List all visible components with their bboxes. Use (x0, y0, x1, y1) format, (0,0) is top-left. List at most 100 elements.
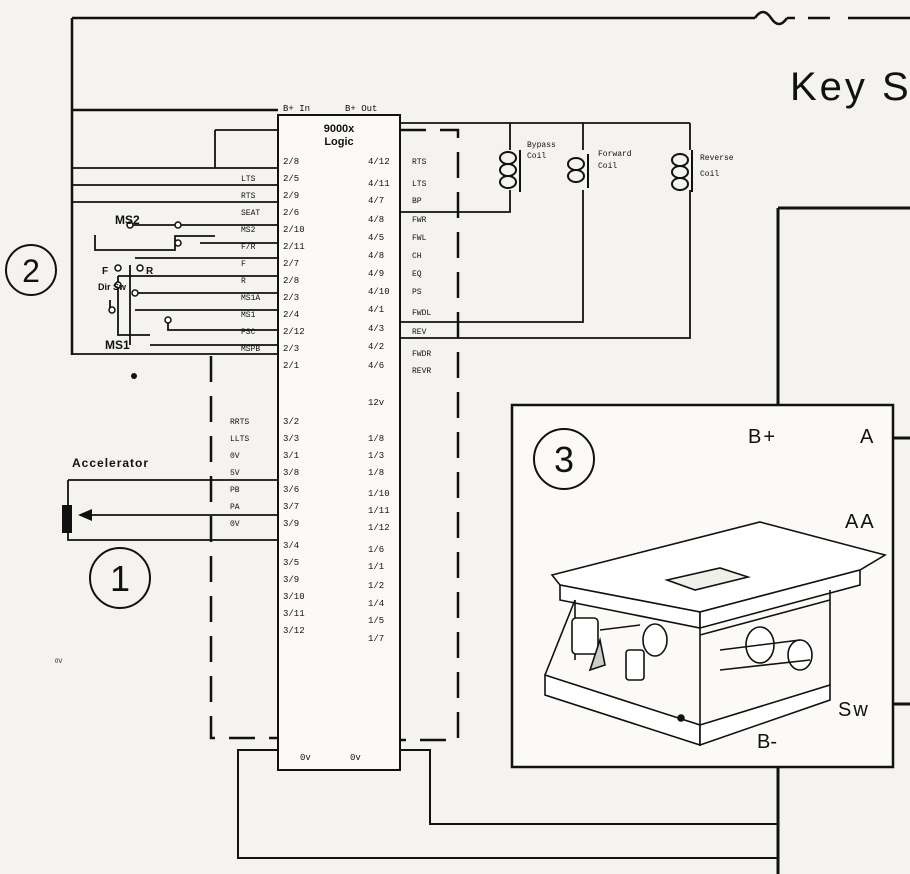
right-signal-2: LTS (412, 180, 427, 189)
left-pin-list: 2/8 LTS 2/5 RTS 2/9 SEAT 2/6 MS2 2/10 F/… (230, 157, 305, 636)
ms1-label: MS1 (105, 338, 130, 352)
left-pin-18: 3/6 (283, 485, 299, 495)
left-pin-7: 2/7 (283, 259, 299, 269)
dir-switch-label: Dir Sw (98, 282, 127, 292)
dir-switch-r-label: R (146, 266, 154, 277)
left-signal-2: LTS (241, 175, 256, 184)
left-signal-9: MS1A (241, 294, 260, 303)
forward-coil-label-1: Forward (598, 150, 632, 159)
left-pin-2: 2/5 (283, 174, 299, 184)
accelerator-label: Accelerator (72, 456, 149, 470)
right-signal-7: EQ (412, 270, 422, 279)
callout-three: 3 (554, 439, 574, 480)
left-signal-12: MSPB (241, 345, 260, 354)
left-pin-21: 3/4 (283, 541, 299, 551)
ground-return-lines (237, 749, 778, 859)
right-pin-22: 1/2 (368, 581, 384, 591)
junction-dot (131, 373, 137, 379)
bypass-coil-label-1: Bypass (527, 141, 556, 150)
right-pin-1: 4/12 (368, 157, 390, 167)
left-pin-12: 2/3 (283, 344, 299, 354)
left-pin-4: 2/6 (283, 208, 299, 218)
forward-coil-icon (567, 154, 589, 188)
left-pin-25: 3/11 (283, 609, 305, 619)
controller-bminus-label: B- (757, 731, 777, 753)
right-signal-4: FWR (412, 216, 427, 225)
right-pin-4: 4/8 (368, 215, 384, 225)
right-pin-3: 4/7 (368, 196, 384, 206)
logic-box (277, 114, 401, 771)
left-harness (72, 129, 278, 355)
controller-illustration (544, 521, 888, 747)
right-pin-18: 1/11 (368, 506, 390, 516)
left-signal-7: F (241, 260, 246, 269)
dir-switch-f-label: F (102, 266, 108, 277)
left-signal-8: R (241, 277, 246, 286)
controller-sw-label: Sw (838, 699, 870, 721)
logic-title-line1: 9000x (324, 123, 355, 135)
accelerator-wiper-arrow-icon (78, 509, 92, 521)
left-pin-23: 3/9 (283, 575, 299, 585)
left-signal-16: 0V (230, 452, 240, 461)
right-pin-7: 4/9 (368, 269, 384, 279)
right-signal-12: REVR (412, 367, 431, 376)
right-pin-9: 4/1 (368, 305, 384, 315)
right-pin-15: 1/3 (368, 451, 384, 461)
controller-aa-label: AA (845, 511, 876, 533)
right-pin-24: 1/5 (368, 616, 384, 626)
logic-footer-right: 0v (350, 753, 361, 763)
right-pin-16: 1/8 (368, 468, 384, 478)
right-pin-21: 1/1 (368, 562, 384, 572)
callout-three-circle (533, 428, 595, 490)
accelerator-pot-icon (62, 505, 72, 533)
logic-header-right: B+ Out (345, 104, 377, 114)
ms2-label: MS2 (115, 213, 140, 227)
left-pin-1: 2/8 (283, 157, 299, 167)
left-signal-20: 0V (230, 520, 240, 529)
left-signal-15: LLTS (230, 435, 249, 444)
logic-footer-left: 0v (300, 753, 311, 763)
dashed-enclosure (209, 128, 460, 742)
callout-one: 1 (110, 558, 130, 599)
main-power-lines (776, 206, 910, 874)
right-pin-6: 4/8 (368, 251, 384, 261)
left-pin-19: 3/7 (283, 502, 299, 512)
left-pin-24: 3/10 (283, 592, 305, 602)
right-pin-12: 4/6 (368, 361, 384, 371)
reverse-coil-label-1: Reverse (700, 154, 734, 163)
left-pin-22: 3/5 (283, 558, 299, 568)
left-pin-5: 2/10 (283, 225, 305, 235)
right-pin-20: 1/6 (368, 545, 384, 555)
right-signal-11: FWDR (412, 350, 431, 359)
right-signal-3: BP (412, 197, 422, 206)
key-switch-label: Key S (790, 65, 910, 109)
callout-one-circle (89, 547, 151, 609)
left-signal-4: SEAT (241, 209, 260, 218)
right-pin-list: 4/12 RTS 4/11 LTS 4/7 BP 4/8 FWR 4/5 FWL… (368, 157, 431, 644)
logic-title-line2: Logic (324, 136, 353, 148)
callout-two-circle (5, 244, 57, 296)
right-signal-9: FWDL (412, 309, 431, 318)
right-pin-14: 1/8 (368, 434, 384, 444)
right-pin-5: 4/5 (368, 233, 384, 243)
left-pin-16: 3/1 (283, 451, 299, 461)
left-pin-15: 3/3 (283, 434, 299, 444)
right-signal-1: RTS (412, 158, 427, 167)
left-signal-19: PA (230, 503, 240, 512)
left-signal-6: F/R (241, 243, 256, 252)
left-pin-26: 3/12 (283, 626, 305, 636)
left-pin-9: 2/3 (283, 293, 299, 303)
left-pin-10: 2/4 (283, 310, 299, 320)
left-signal-10: MS1 (241, 311, 256, 320)
top-supply-line (70, 10, 910, 355)
right-signal-5: FWL (412, 234, 427, 243)
left-signal-5: MS2 (241, 226, 256, 235)
right-pin-23: 1/4 (368, 599, 384, 609)
controller-a-label: A (860, 426, 874, 448)
callout-two: 2 (22, 253, 40, 289)
left-signal-3: RTS (241, 192, 256, 201)
left-pin-6: 2/11 (283, 242, 305, 252)
right-pin-10: 4/3 (368, 324, 384, 334)
bypass-coil-label-2: Coil (527, 152, 546, 161)
left-pin-20: 3/9 (283, 519, 299, 529)
